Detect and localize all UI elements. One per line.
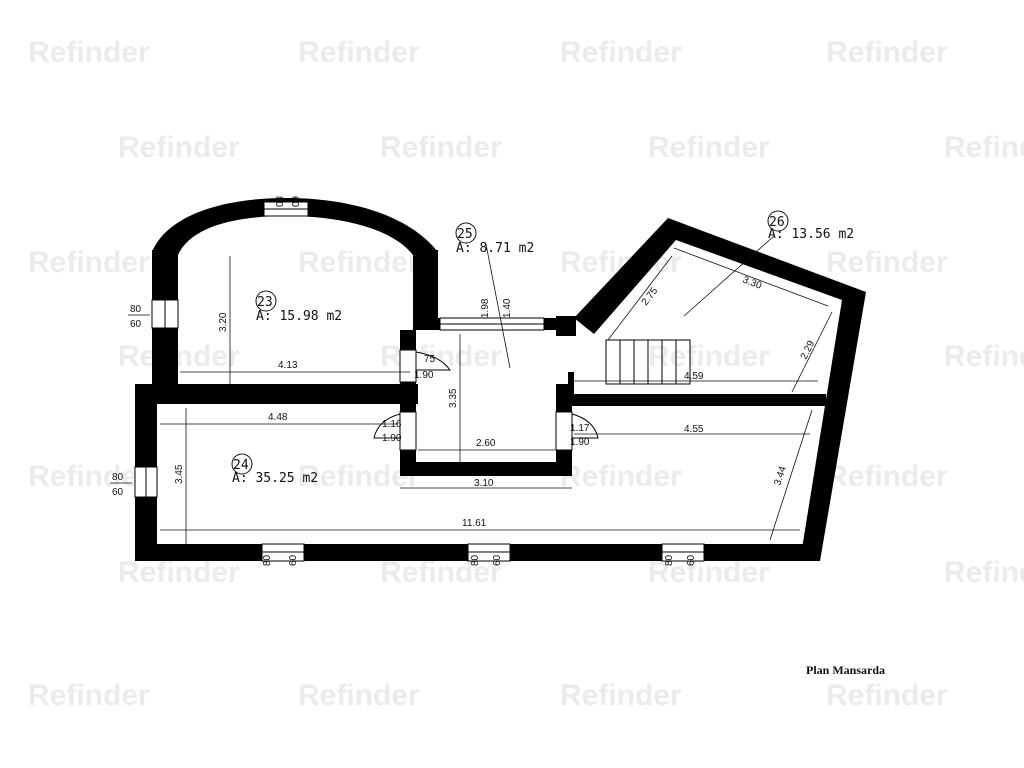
window-bottom-1	[261, 543, 305, 562]
watermark: Refinder	[826, 36, 948, 69]
label-door-190: 1.90	[414, 370, 434, 381]
watermark: Refinder	[118, 556, 240, 589]
watermark: Refinder	[648, 340, 770, 373]
watermark: Refinder	[944, 340, 1024, 373]
room-area: A: 8.71 m2	[456, 241, 534, 256]
dim-11-61: 11.61	[462, 518, 487, 529]
watermark: Refinder	[28, 460, 150, 493]
window-top-arch	[263, 201, 309, 217]
wall-middle-left	[135, 384, 418, 404]
window-bottom-3	[661, 543, 705, 562]
room-labels: 23 A: 15.98 m2 24 A: 35.25 m2 25 A: 8.71…	[231, 210, 854, 486]
watermark: Refinder	[298, 246, 420, 279]
dim-3-35: 3.35	[448, 388, 459, 408]
wall-23-right	[413, 250, 438, 330]
watermark: Refinder	[118, 340, 240, 373]
watermark: Refinder	[944, 131, 1024, 164]
room-area: A: 13.56 m2	[768, 227, 854, 242]
label-w80: 80	[112, 472, 124, 483]
door-24-25	[399, 411, 417, 451]
window-25-top	[439, 317, 545, 331]
watermark: Refinder	[118, 131, 240, 164]
dimension-lines	[160, 235, 833, 544]
window-23-left	[151, 299, 179, 329]
label-w80: 80	[470, 554, 481, 566]
watermark: Refinder	[298, 36, 420, 69]
watermark: Refinder	[28, 246, 150, 279]
stairs	[605, 339, 691, 385]
windows	[134, 201, 705, 562]
watermark: Refinder	[826, 679, 948, 712]
wall-26-left-stub	[568, 372, 574, 406]
dim-3-45: 3.45	[174, 464, 185, 484]
dim-3-44: 3.44	[772, 465, 789, 487]
dim-4-13: 4.13	[278, 360, 298, 371]
label-w80: 80	[273, 196, 284, 208]
plan-title: Plan Mansarda	[806, 663, 885, 677]
dim-1-40: 1.40	[502, 298, 513, 318]
label-door-190: 1.90	[382, 433, 402, 444]
label-w80: 80	[664, 554, 675, 566]
label-w60: 60	[130, 319, 142, 330]
dim-4-55: 4.55	[684, 424, 704, 435]
window-24-left	[134, 466, 158, 498]
room-number: 23	[257, 295, 273, 310]
dim-1-98: 1.98	[480, 298, 491, 318]
label-door-190: 1.90	[570, 437, 590, 448]
room-area: A: 35.25 m2	[232, 471, 318, 486]
dim-3-10: 3.10	[474, 478, 494, 489]
label-w60: 60	[492, 554, 503, 566]
dim-2-29: 2.29	[799, 339, 818, 362]
watermark: Refinder	[380, 131, 502, 164]
door-swing-24	[373, 413, 401, 439]
wall-26-bottom	[568, 394, 826, 406]
label-w60: 60	[288, 554, 299, 566]
watermark: Refinder	[560, 679, 682, 712]
watermark-layer: Refinder Refinder Refinder Refinder Refi…	[28, 36, 1024, 712]
opening-labels: 80 60 80 60 80 60 80 60 80 60 80 60 75 1…	[110, 196, 697, 566]
watermark: Refinder	[826, 460, 948, 493]
dim-2-75: 2.75	[640, 285, 661, 307]
room-number: 26	[769, 215, 785, 230]
dim-4-59: 4.59	[684, 371, 704, 382]
label-w60: 60	[686, 554, 697, 566]
dim-2-60: 2.60	[476, 438, 496, 449]
watermark: Refinder	[298, 679, 420, 712]
watermark: Refinder	[28, 36, 150, 69]
window-bottom-2	[467, 543, 511, 562]
label-door-75: 75	[424, 354, 436, 365]
door-swing-23	[415, 351, 451, 371]
doors	[373, 349, 599, 451]
wall-25-bottom	[400, 462, 572, 476]
label-w60: 60	[289, 196, 300, 208]
room-area: A: 15.98 m2	[256, 309, 342, 324]
label-door-117: 1.17	[570, 423, 590, 434]
dim-3-30: 3.30	[741, 275, 764, 292]
watermark: Refinder	[28, 679, 150, 712]
dim-3-20: 3.20	[218, 312, 229, 332]
watermark: Refinder	[560, 36, 682, 69]
label-w80: 80	[130, 304, 142, 315]
label-w60: 60	[112, 487, 124, 498]
door-swing-24b	[571, 413, 599, 439]
watermark: Refinder	[826, 246, 948, 279]
watermark: Refinder	[648, 131, 770, 164]
wall-25-right-upper	[556, 316, 576, 336]
label-door-116: 1.16	[382, 419, 402, 430]
label-w80: 80	[262, 554, 273, 566]
watermark: Refinder	[944, 556, 1024, 589]
room-number: 25	[457, 227, 473, 242]
dim-4-48: 4.48	[268, 412, 288, 423]
watermark: Refinder	[298, 460, 420, 493]
watermark: Refinder	[560, 460, 682, 493]
room-number: 24	[233, 458, 249, 473]
